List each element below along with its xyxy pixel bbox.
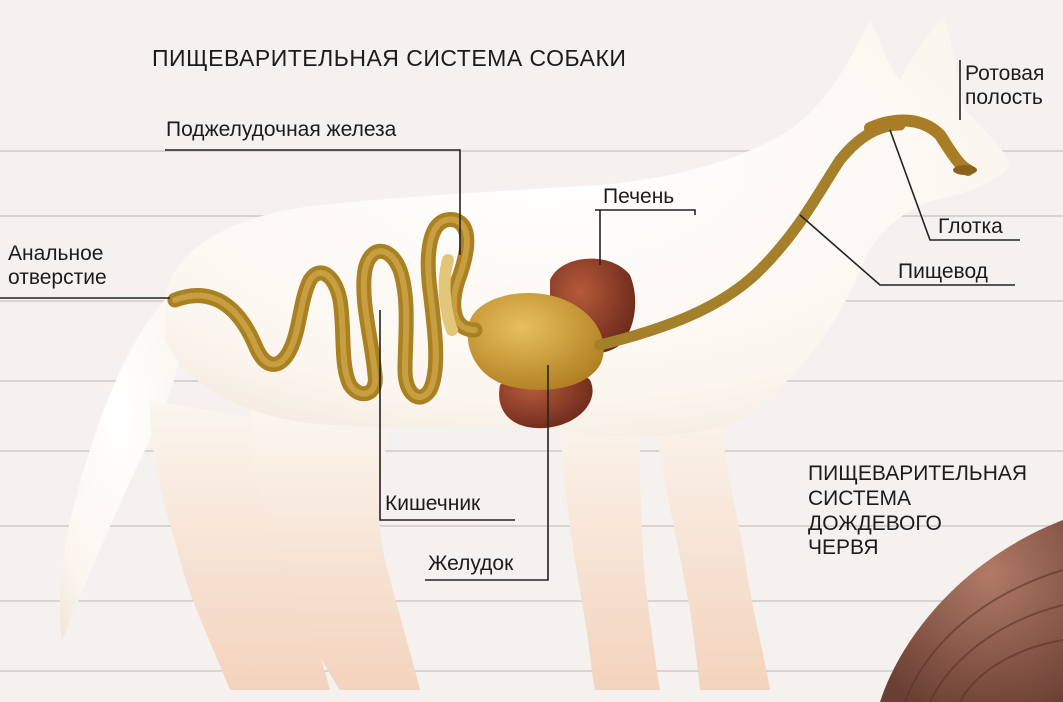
worm-title-line-4: ЧЕРВЯ [808, 536, 1027, 561]
worm-title-line-3: ДОЖДЕВОГО [808, 512, 1027, 537]
label-mouth-line-1: Ротовая [965, 62, 1044, 86]
worm-title-line-1: ПИЩЕВАРИТЕЛЬНАЯ [808, 462, 1027, 487]
label-anus: Анальное отверстие [8, 242, 107, 289]
label-stomach: Желудок [428, 552, 513, 576]
label-mouth-line-2: полость [965, 86, 1044, 110]
label-liver: Печень [603, 185, 674, 209]
label-anus-line-2: отверстие [8, 266, 107, 290]
label-esophagus: Пищевод [898, 260, 988, 284]
label-pancreas: Поджелудочная железа [166, 118, 396, 142]
dog-diagram-title: ПИЩЕВАРИТЕЛЬНАЯ СИСТЕМА СОБАКИ [152, 46, 626, 72]
label-pharynx: Глотка [938, 215, 1003, 239]
label-intestine: Кишечник [385, 492, 480, 516]
label-mouth: Ротовая полость [965, 62, 1044, 109]
label-anus-line-1: Анальное [8, 242, 107, 266]
mouth-opening [953, 165, 977, 175]
dog-front-leg-back [560, 400, 660, 690]
worm-title-line-2: СИСТЕМА [808, 487, 1027, 512]
worm-diagram-title: ПИЩЕВАРИТЕЛЬНАЯ СИСТЕМА ДОЖДЕВОГО ЧЕРВЯ [808, 462, 1027, 561]
